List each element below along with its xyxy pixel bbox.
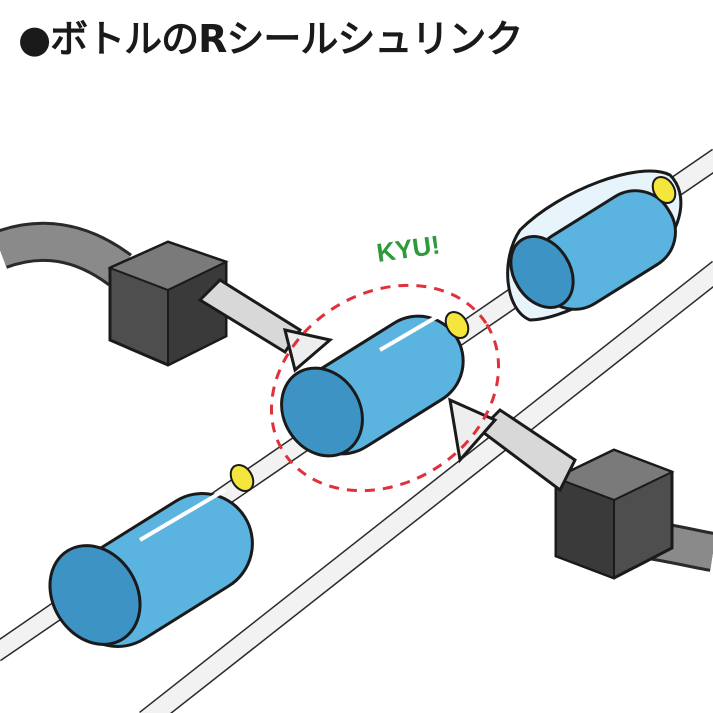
shrunk-bottle-icon bbox=[506, 169, 683, 322]
bottle-icon bbox=[48, 463, 255, 648]
page-title: ●ボトルのRシールシュリンク bbox=[18, 17, 523, 61]
heat-marks bbox=[269, 283, 501, 493]
heat-gun-right-icon bbox=[448, 397, 675, 580]
heat-gun-left-icon bbox=[107, 240, 334, 373]
sound-effect-text: KYU! bbox=[375, 229, 442, 268]
bottle-icon bbox=[280, 310, 470, 458]
